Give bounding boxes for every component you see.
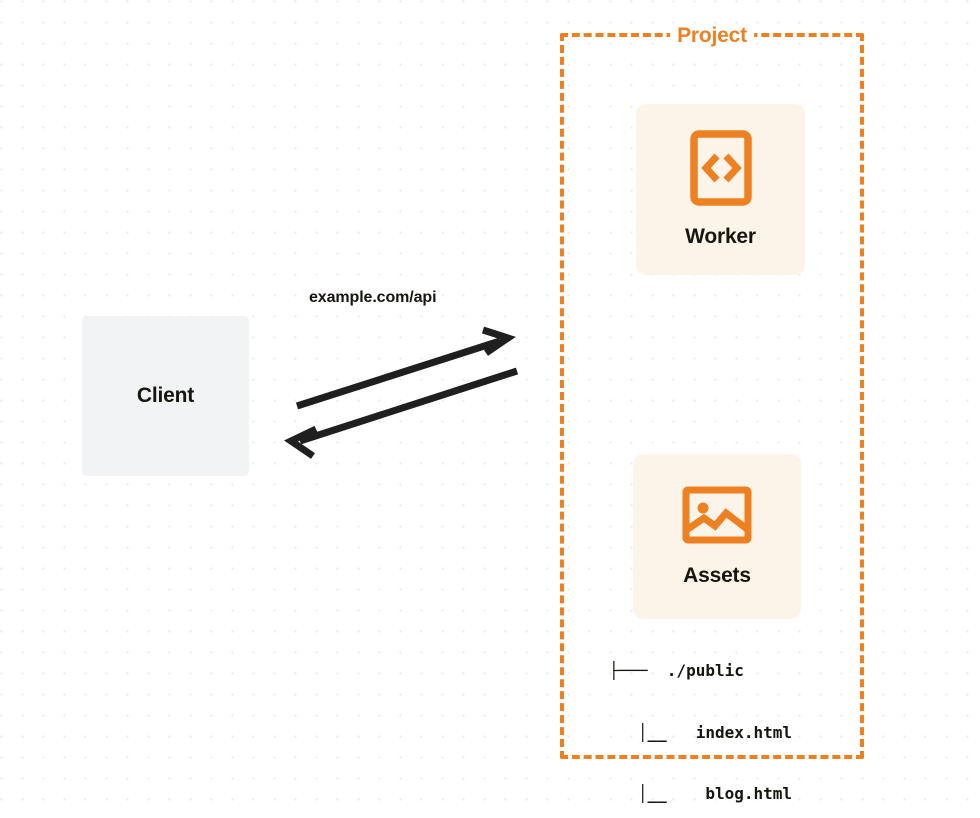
assets-file-tree: ├─── ./public │__ index.html │__ blog.ht… [609, 620, 792, 818]
client-label: Client [136, 384, 195, 407]
client-box: Client [82, 316, 249, 476]
assets-card[interactable]: Assets [633, 454, 801, 619]
project-container: Project Worker Assets [560, 24, 864, 803]
code-brackets-icon [689, 130, 752, 211]
image-icon [682, 485, 752, 550]
response-arrow [284, 367, 519, 459]
worker-card[interactable]: Worker [636, 104, 805, 275]
file-tree-line: │__ index.html [609, 722, 793, 742]
file-tree-line: │__ blog.html [609, 784, 793, 803]
assets-card-label: Assets [683, 564, 751, 587]
request-arrow [295, 326, 516, 410]
connection-label: example.com/api [309, 289, 437, 306]
project-title: Project [670, 24, 754, 48]
file-tree-line: ├─── ./public [609, 661, 744, 680]
worker-card-label: Worker [685, 225, 756, 248]
